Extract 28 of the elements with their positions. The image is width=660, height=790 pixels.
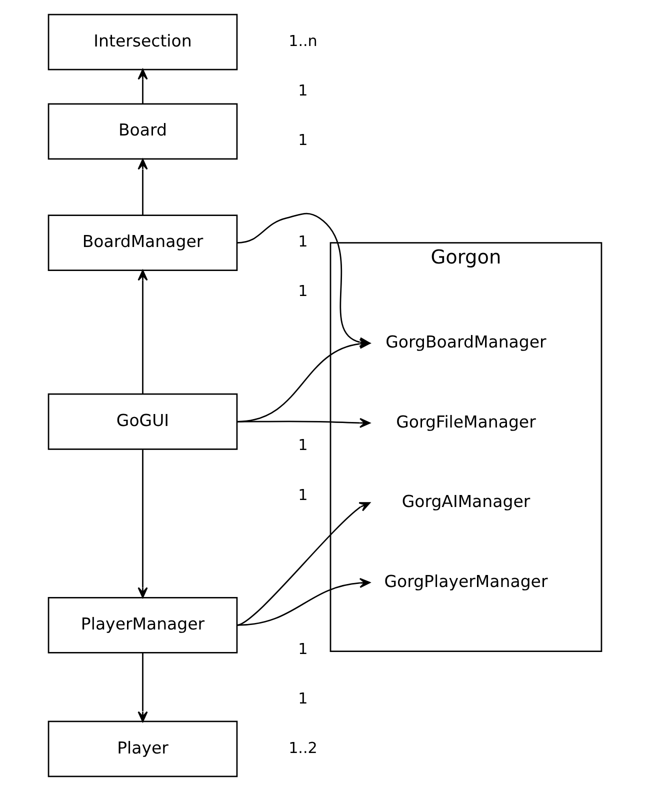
node-text: GorgAIManager [401,492,530,511]
node-box: BoardManager [47,214,238,271]
label: 1 [298,485,308,504]
arrow [236,502,370,626]
label: 1 [298,80,308,99]
node-text: GorgPlayerManager [384,571,548,590]
node-box: Player [47,720,238,777]
arrow [137,269,148,394]
node-box: Board [47,102,238,160]
node-box: GoGUI [47,392,238,450]
arrow [137,158,148,214]
label: 1 [298,436,308,454]
label: 1..n [288,31,317,50]
label: 1..2 [288,738,317,756]
node-box: Intersection [47,13,238,70]
label: 1 [298,688,308,707]
label: 1 [298,130,308,148]
arrow [137,68,148,104]
arrow [236,417,370,428]
node-text: GorgBoardManager [385,332,546,351]
label: 1 [298,232,308,250]
label: 1 [298,282,308,300]
node-text: GorgFileManager [396,412,536,431]
node-box: PlayerManager [47,596,238,653]
arrow [137,652,148,722]
arrow [236,577,370,626]
label: 1 [298,639,308,658]
arrow [137,449,148,598]
